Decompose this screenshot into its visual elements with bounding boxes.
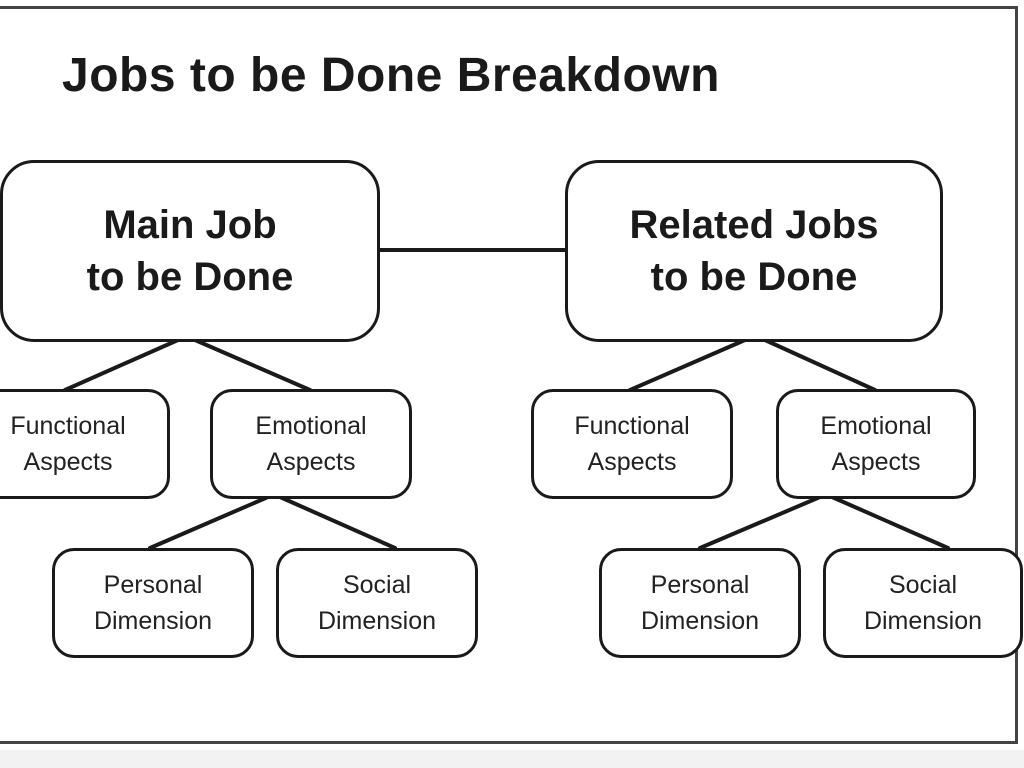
main-emotional-aspects-node: Emotional Aspects	[210, 389, 412, 499]
diagram-title: Jobs to be Done Breakdown	[62, 49, 720, 102]
related-social-dimension-node: Social Dimension	[823, 548, 1023, 658]
related-jobs-label: Related Jobs to be Done	[629, 203, 879, 299]
main-job-label: Main Job to be Done	[86, 203, 294, 299]
connector-main-emotional-to-personal	[148, 495, 270, 550]
main-social-dimension-node: Social Dimension	[276, 548, 478, 658]
main-personal-dimension-node: Personal Dimension	[52, 548, 254, 658]
main-functional-aspects-label: Functional Aspects	[10, 412, 126, 476]
main-functional-aspects-node: Functional Aspects	[0, 389, 170, 499]
main-social-dimension-label: Social Dimension	[317, 571, 437, 635]
connector-related-to-emotional	[763, 338, 877, 392]
related-social-dimension-label: Social Dimension	[863, 571, 983, 635]
connector-related-to-functional	[628, 338, 747, 392]
connector-main-to-functional	[63, 338, 180, 392]
related-functional-aspects-label: Functional Aspects	[574, 412, 690, 476]
diagram-frame	[0, 6, 1018, 744]
related-emotional-aspects-label: Emotional Aspects	[820, 412, 932, 476]
related-functional-aspects-node: Functional Aspects	[531, 389, 733, 499]
main-personal-dimension-label: Personal Dimension	[93, 571, 213, 635]
related-jobs-node: Related Jobs to be Done	[565, 160, 943, 342]
main-job-node: Main Job to be Done	[0, 160, 380, 342]
connector-related-emotional-to-personal	[698, 495, 822, 550]
connector-main-emotional-to-social	[278, 495, 397, 550]
related-personal-dimension-node: Personal Dimension	[599, 548, 801, 658]
related-personal-dimension-label: Personal Dimension	[640, 571, 760, 635]
bottom-strip	[0, 750, 1024, 768]
connector-main-to-emotional	[193, 338, 312, 392]
related-emotional-aspects-node: Emotional Aspects	[776, 389, 976, 499]
connector-related-emotional-to-social	[830, 495, 950, 550]
main-emotional-aspects-label: Emotional Aspects	[255, 412, 367, 476]
